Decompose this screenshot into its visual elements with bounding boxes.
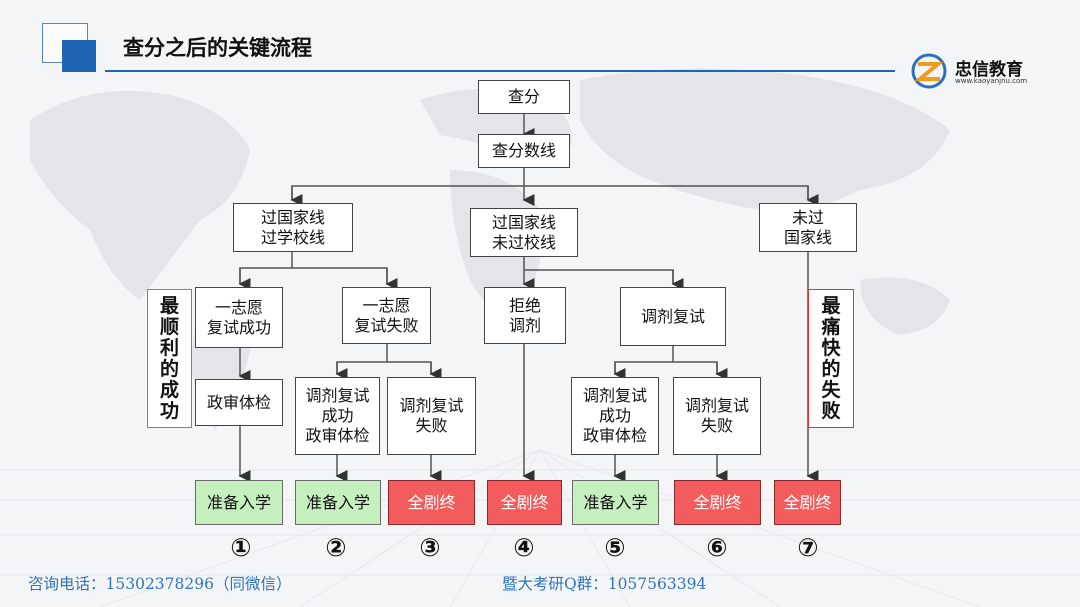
- logo-url: www.kaoyanjnu.com: [955, 77, 1028, 85]
- footer-phone: 咨询电话：15302378296（同微信）: [28, 575, 292, 593]
- logo-mark-icon: [911, 53, 947, 89]
- node-adjust-fail-1: 调剂复试 失败: [387, 377, 476, 455]
- label-quickest-failure: 最 痛 快 的 失 败: [808, 289, 854, 428]
- footer-qq-group: 暨大考研Q群：1057563394: [502, 575, 707, 593]
- outcome-enroll-1: 准备入学: [195, 480, 283, 525]
- node-refuse-adjustment: 拒绝 调剂: [484, 287, 566, 344]
- node-check-score: 查分: [478, 80, 570, 114]
- node-first-choice-fail: 一志愿 复试失败: [342, 287, 431, 344]
- node-score-lines: 查分数线: [478, 134, 570, 168]
- outcome-number-5: ⑤: [604, 533, 626, 562]
- node-adjust-success-1: 调剂复试 成功 政审体检: [295, 377, 380, 455]
- outcome-enroll-2: 准备入学: [295, 480, 381, 525]
- page-title: 查分之后的关键流程: [123, 36, 312, 60]
- node-first-choice-success: 一志愿 复试成功: [195, 287, 283, 348]
- outcome-number-4: ④: [513, 533, 535, 562]
- node-political-check: 政审体检: [195, 379, 283, 426]
- outcome-end-6: 全剧终: [674, 480, 761, 525]
- outcome-number-1: ①: [230, 533, 252, 562]
- outcome-number-6: ⑥: [706, 533, 728, 562]
- header-square-filled: [62, 40, 96, 72]
- node-adjustment-retest: 调剂复试: [620, 287, 726, 346]
- header-underline: [105, 70, 895, 72]
- logo-name: 忠信教育: [955, 60, 1023, 80]
- label-smoothest-success: 最 顺 利 的 成 功: [147, 289, 192, 428]
- outcome-number-3: ③: [419, 533, 441, 562]
- node-pass-both-lines: 过国家线 过学校线: [233, 203, 353, 252]
- outcome-number-2: ②: [325, 533, 347, 562]
- outcome-end-7: 全剧终: [774, 480, 841, 525]
- node-adjust-success-2: 调剂复试 成功 政审体检: [571, 377, 659, 455]
- outcome-end-3: 全剧终: [388, 480, 475, 525]
- brand-logo: 忠信教育 www.kaoyanjnu.com: [910, 52, 1040, 90]
- outcome-end-4: 全剧终: [487, 480, 562, 525]
- node-fail-national: 未过 国家线: [759, 203, 857, 252]
- outcome-enroll-5: 准备入学: [572, 480, 659, 525]
- outcome-number-7: ⑦: [797, 533, 819, 562]
- node-pass-national-fail-school: 过国家线 未过校线: [470, 208, 578, 257]
- node-adjust-fail-2: 调剂复试 失败: [673, 377, 761, 455]
